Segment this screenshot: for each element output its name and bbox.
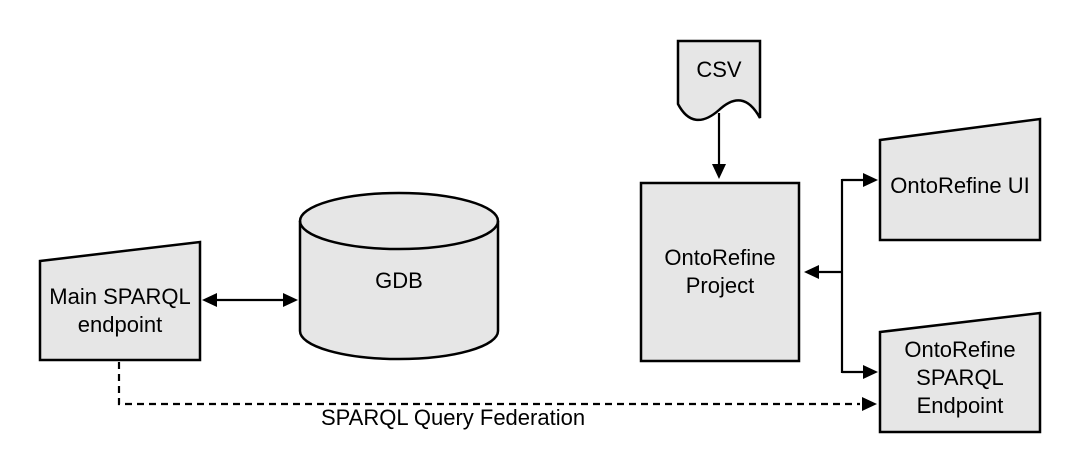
csv-document-shape (676, 39, 762, 121)
ontorefine-sparql-endpoint-label: OntoRefine SPARQL Endpoint (904, 337, 1016, 418)
gdb-cylinder-top-rim (298, 220, 500, 251)
arrowhead-right-icon (863, 173, 878, 187)
gdb-label: GDB (375, 268, 423, 293)
ontorefine-ui-shape (878, 117, 1042, 242)
federation-edge-label: SPARQL Query Federation (320, 405, 586, 430)
csv-label: CSV (696, 57, 742, 82)
main-sparql-endpoint-shape (38, 240, 202, 362)
arrowhead-right-icon (283, 293, 298, 307)
gdb-cylinder-shape (298, 191, 500, 361)
arrowhead-right-icon (862, 397, 877, 411)
arrowhead-right-icon (863, 365, 878, 379)
arrowhead-down-icon (712, 164, 726, 179)
arrow-federation-dashed (117, 362, 877, 411)
ontorefine-ui-label: OntoRefine UI (890, 173, 1030, 198)
arrow-csv-to-project (712, 113, 726, 179)
arrowhead-left-icon (202, 293, 217, 307)
ontorefine-project-shape (639, 181, 801, 363)
main-sparql-endpoint-label: Main SPARQL endpoint (49, 284, 191, 337)
arrow-gdb-main-bidirectional (202, 293, 298, 307)
ontorefine-sparql-endpoint-shape (878, 311, 1042, 434)
ontorefine-project-label: OntoRefine Project (664, 245, 776, 298)
arrowhead-left-icon (804, 265, 819, 279)
connector-project-ui-endpoint (804, 173, 878, 379)
